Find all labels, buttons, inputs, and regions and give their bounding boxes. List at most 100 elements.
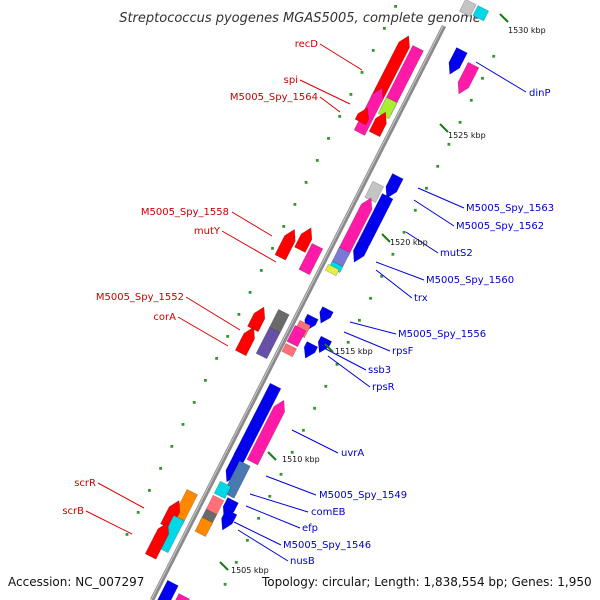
gene-label-M5005_Spy_1563[interactable]: M5005_Spy_1563 (466, 203, 554, 214)
minor-tick-dot (268, 494, 272, 498)
gene-block-bottom-blue[interactable] (154, 579, 179, 600)
major-tick-1510 (267, 451, 277, 461)
gene-block-nusB[interactable] (194, 516, 214, 538)
gene-label-scrR[interactable]: scrR (74, 478, 96, 489)
major-tick-1525 (439, 123, 449, 133)
minor-tick-dot (136, 511, 140, 514)
gene-block-comEB-cyan[interactable] (213, 480, 232, 500)
gene-arrow-mutS2[interactable] (336, 197, 373, 258)
minor-tick-dot (394, 5, 397, 8)
gene-arrow-1552-red[interactable] (247, 306, 266, 333)
gene-label-M5005_Spy_1552[interactable]: M5005_Spy_1552 (96, 292, 184, 303)
leader-line (375, 261, 425, 281)
gene-arrow-dinP-mag[interactable] (457, 61, 480, 95)
gene-label-M5005_Spy_1546[interactable]: M5005_Spy_1546 (283, 540, 371, 551)
gene-arrow-scrB-red[interactable] (144, 521, 170, 560)
gene-label-M5005_Spy_1560[interactable]: M5005_Spy_1560 (426, 275, 514, 286)
minor-tick-dot (237, 313, 241, 316)
gene-arrow-1558[interactable] (294, 227, 313, 253)
gene-label-rpsF[interactable]: rpsF (392, 346, 414, 357)
major-tick-1505 (219, 561, 229, 571)
minor-tick-dot (383, 27, 386, 30)
gene-block-spi-lime[interactable] (377, 96, 398, 120)
gene-arrow-1562-small[interactable] (352, 241, 370, 263)
gene-block-1549-steel[interactable] (222, 460, 251, 499)
gene-label-dinP[interactable]: dinP (529, 88, 551, 99)
tick-label-1515: 1515 kbp (335, 347, 373, 356)
gene-arrow-1563-top[interactable] (385, 173, 404, 199)
genome-backbone (149, 24, 447, 600)
minor-tick-dot (436, 164, 440, 168)
gene-label-M5005_Spy_1558[interactable]: M5005_Spy_1558 (141, 207, 229, 218)
gene-label-trx[interactable]: trx (414, 293, 428, 304)
gene-arrow-mutY-red[interactable] (274, 228, 296, 261)
gene-label-mutY[interactable]: mutY (194, 226, 221, 237)
minor-tick-dot (148, 489, 151, 492)
leader-line (319, 96, 341, 113)
gene-label-spi[interactable]: spi (284, 75, 298, 86)
minor-tick-dot (349, 93, 353, 96)
gene-arrow-recD-small[interactable] (354, 107, 369, 126)
minor-tick-dot (369, 296, 372, 300)
gene-label-M5005_Spy_1556[interactable]: M5005_Spy_1556 (398, 329, 486, 340)
gene-arrow-uvrA-mag[interactable] (246, 399, 286, 466)
gene-block-mutY[interactable] (298, 242, 324, 276)
minor-tick-dot (204, 379, 207, 382)
gene-label-ssb3[interactable]: ssb3 (368, 365, 391, 376)
leader-line (97, 482, 145, 509)
minor-tick-dot (215, 357, 218, 360)
gene-arrow-dinP-blue[interactable] (448, 47, 468, 75)
gene-arrow-M5005_Spy_1564[interactable] (368, 111, 387, 138)
minor-tick-dot (248, 291, 252, 294)
minor-tick-dot (226, 335, 230, 338)
minor-tick-dot (223, 582, 227, 586)
leader-line (319, 43, 363, 71)
minor-tick-dot (125, 533, 129, 536)
gene-label-uvrA[interactable]: uvrA (341, 448, 364, 459)
minor-tick-dot (315, 159, 319, 162)
gene-block-rpsF-mag[interactable] (286, 324, 307, 348)
gene-block-corA[interactable] (255, 326, 281, 360)
gene-block-1563-gray[interactable] (364, 180, 385, 204)
gene-label-comEB[interactable]: comEB (311, 507, 346, 518)
minor-tick-dot (159, 467, 162, 470)
gene-label-mutS2[interactable]: mutS2 (440, 248, 473, 259)
leader-line (245, 505, 301, 529)
minor-tick-dot (304, 181, 308, 184)
tick-label-1505: 1505 kbp (231, 566, 269, 575)
gene-block-top-white[interactable] (458, 0, 477, 18)
minor-tick-dot (492, 54, 496, 58)
leader-line (177, 316, 229, 347)
gene-block-trx-cyan[interactable] (328, 260, 344, 274)
minor-tick-dot (170, 445, 174, 448)
gene-label-nusB[interactable]: nusB (290, 556, 315, 567)
genome-backbone-highlight (150, 25, 444, 600)
leader-line (323, 347, 367, 371)
minor-tick-dot (358, 318, 361, 322)
gene-label-scrB[interactable]: scrB (62, 506, 84, 517)
gene-label-corA[interactable]: corA (153, 312, 176, 323)
gene-label-M5005_Spy_1562[interactable]: M5005_Spy_1562 (456, 221, 544, 232)
leader-line (343, 331, 391, 352)
gene-label-rpsR[interactable]: rpsR (372, 382, 395, 393)
gene-arrow-recD[interactable] (370, 35, 410, 103)
leader-line (475, 61, 527, 93)
gene-arrow-ssb3[interactable] (303, 341, 319, 359)
gene-block-rpsR-pink[interactable] (281, 342, 298, 358)
gene-label-M5005_Spy_1564[interactable]: M5005_Spy_1564 (230, 92, 318, 103)
leader-line (349, 321, 397, 335)
gene-block-trx-yellow[interactable] (324, 263, 340, 277)
major-tick-1520 (381, 233, 391, 243)
gene-block-top-cyan[interactable] (472, 5, 490, 22)
minor-tick-dot (234, 560, 238, 564)
gene-label-M5005_Spy_1549[interactable]: M5005_Spy_1549 (319, 490, 407, 501)
gene-arrow-1546-blue[interactable] (221, 508, 238, 531)
gene-block-bottom-mag[interactable] (169, 593, 191, 600)
gene-arrow-corA-red[interactable] (234, 326, 255, 357)
minor-tick-dot (447, 142, 451, 146)
minor-tick-dot (293, 203, 297, 206)
gene-arrow-1556-a[interactable] (319, 306, 334, 324)
gene-label-recD[interactable]: recD (295, 39, 319, 50)
gene-label-efp[interactable]: efp (302, 523, 318, 534)
